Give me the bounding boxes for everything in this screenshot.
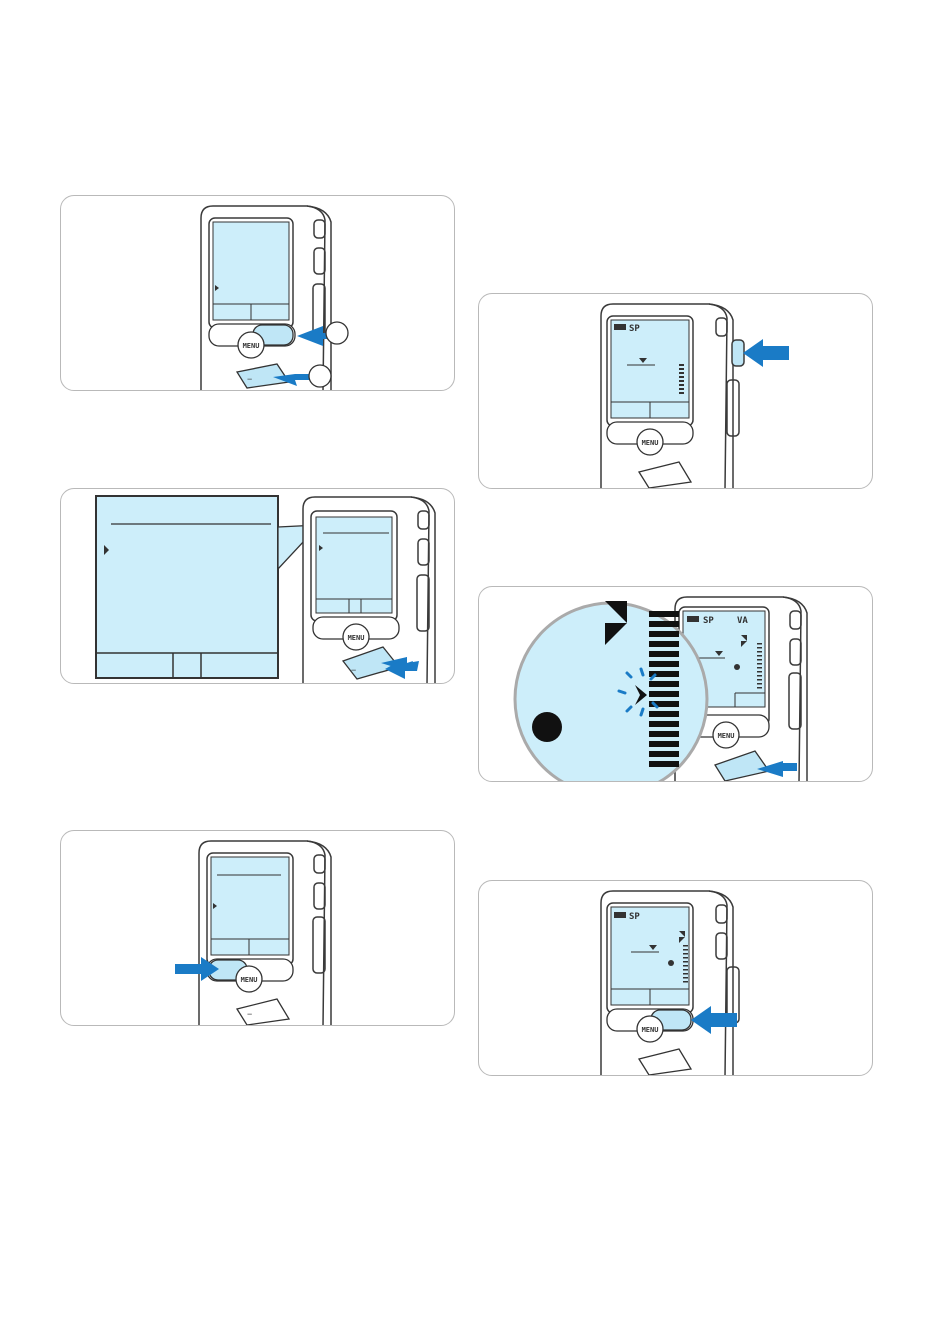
battery-icon [614, 324, 626, 330]
record-dot-icon [668, 960, 674, 966]
panel-step-6: SP MENU [478, 880, 873, 1076]
zoomed-screen [96, 496, 278, 678]
panel-step-4: SP MENU [478, 293, 873, 489]
menu-button-label: MENU [718, 732, 735, 740]
arrow-icon [743, 339, 789, 367]
battery-icon [687, 616, 699, 622]
minus-key-label: − [351, 665, 356, 675]
record-dot-icon [734, 664, 740, 670]
device-screen [211, 857, 289, 955]
menu-button-label: MENU [243, 342, 260, 350]
battery-icon [614, 912, 626, 918]
minus-key-label: − [247, 374, 252, 384]
panel-step-3: MENU − [60, 830, 455, 1026]
record-mode-label: SP [703, 616, 714, 626]
record-button[interactable] [732, 340, 744, 366]
menu-button-label: MENU [642, 439, 659, 447]
step-badge-a [326, 322, 348, 344]
panel-step-1: MENU − [60, 195, 455, 391]
va-label: VA [737, 616, 748, 626]
record-mode-label: SP [629, 324, 640, 334]
menu-button-label: MENU [241, 976, 258, 984]
menu-button-label: MENU [642, 1026, 659, 1034]
panel-step-5: SP VA MENU [478, 586, 873, 782]
step-badge-b [309, 365, 331, 387]
minus-key-label: − [247, 1009, 252, 1019]
panel-step-2: MENU − [60, 488, 455, 684]
menu-button-label: MENU [348, 634, 365, 642]
record-mode-label: SP [629, 912, 640, 922]
